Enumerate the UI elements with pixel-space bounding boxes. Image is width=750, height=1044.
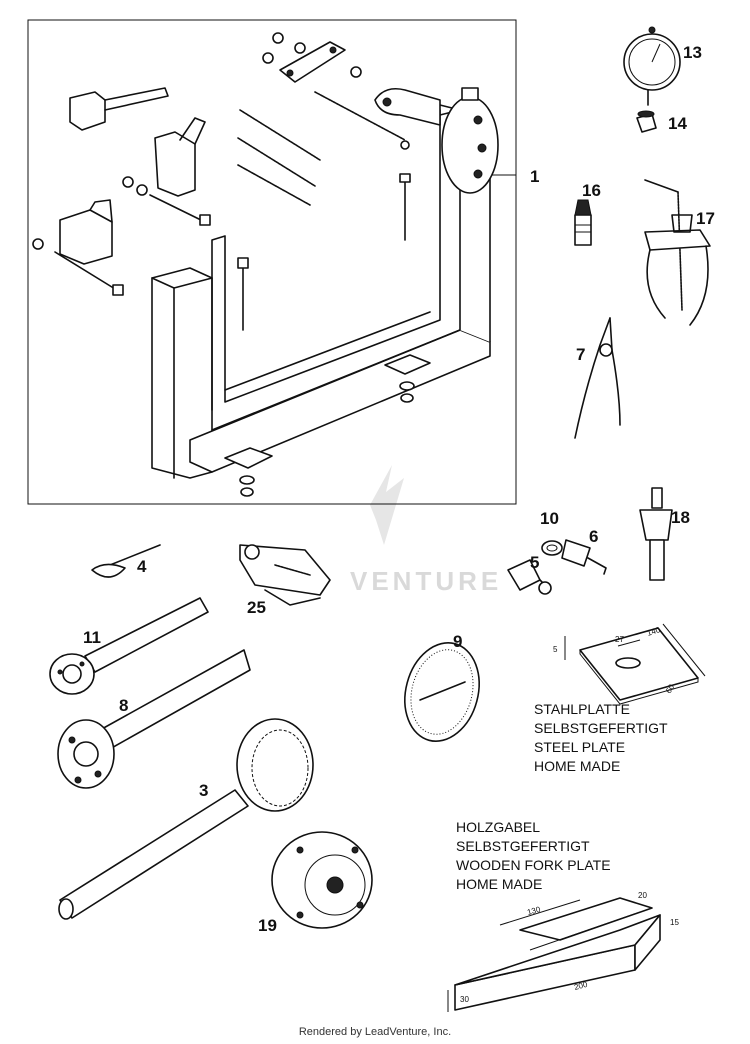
steel-plate-drawing: 5 27 140 60	[553, 623, 706, 705]
wooden-fork-dim-length: 200	[573, 980, 589, 992]
callout-3: 3	[199, 781, 208, 800]
wooden-fork-note-line: HOLZGABEL	[456, 819, 541, 835]
callout-19: 19	[258, 916, 277, 935]
clutch-holding-tool	[58, 718, 314, 920]
callout-10: 10	[540, 509, 559, 528]
callout-18: 18	[671, 508, 690, 527]
degree-disc	[404, 642, 480, 742]
holding-wrench	[49, 597, 209, 695]
thread-adapter	[507, 559, 552, 595]
rotor-adapter	[561, 539, 607, 575]
watermark-text: VENTURE	[350, 566, 502, 596]
footer-credit: Rendered by LeadVenture, Inc.	[298, 1026, 452, 1038]
callout-7: 7	[576, 345, 585, 364]
gauge-holder	[636, 110, 657, 133]
callout-14: 14	[668, 114, 687, 133]
thread-locker-bottle	[574, 199, 592, 246]
gear-puller	[644, 179, 711, 326]
leadventure-watermark: VENTURE	[350, 465, 502, 596]
callout-8: 8	[119, 696, 128, 715]
steel-plate-dim-hole: 27	[615, 635, 624, 644]
callout-4: 4	[137, 557, 147, 576]
engine-stand	[32, 32, 499, 497]
adapter-sleeve	[541, 540, 563, 556]
callout-16: 16	[582, 181, 601, 200]
assembly-frame-box	[27, 19, 517, 505]
steel-plate-note: STAHLPLATTE SELBSTGEFERTIGT STEEL PLATE …	[534, 700, 668, 776]
feeler-tool	[91, 544, 161, 578]
steel-plate-note-line: HOME MADE	[534, 758, 621, 774]
callout-25: 25	[247, 598, 266, 617]
callout-17: 17	[696, 209, 715, 228]
steel-plate-note-line: STAHLPLATTE	[534, 701, 630, 717]
wooden-fork-dim-height: 15	[670, 918, 679, 927]
chain-tool	[239, 544, 331, 606]
steel-plate-dim-length: 140	[646, 625, 662, 638]
wooden-fork-note: HOLZGABEL SELBSTGEFERTIGT WOODEN FORK PL…	[456, 818, 611, 894]
circlip-pliers	[574, 317, 621, 439]
wooden-fork-note-line: HOME MADE	[456, 876, 543, 892]
steel-plate-note-line: SELBSTGEFERTIGT	[534, 720, 668, 736]
clutch-holder	[57, 649, 251, 789]
callout-1: 1	[530, 167, 539, 186]
wooden-fork-dim-slot: 130	[526, 905, 542, 917]
callout-11: 11	[83, 628, 101, 647]
steel-plate-dim-thickness: 5	[553, 645, 558, 654]
callout-9: 9	[453, 632, 462, 651]
wooden-fork-note-line: WOODEN FORK PLATE	[456, 857, 611, 873]
wooden-fork-dim-depth: 30	[460, 995, 469, 1004]
callout-6: 6	[589, 527, 598, 546]
steel-plate-note-line: STEEL PLATE	[534, 739, 626, 755]
dial-gauge	[623, 26, 681, 106]
flywheel-puller	[271, 831, 373, 929]
wooden-fork-note-line: SELBSTGEFERTIGT	[456, 838, 590, 854]
slide-hammer	[639, 487, 673, 581]
callout-13: 13	[683, 43, 702, 62]
wooden-fork-dim-width: 20	[638, 891, 647, 900]
callout-5: 5	[530, 553, 539, 572]
wooden-fork-drawing: 130 20 15 200 30	[447, 891, 679, 1012]
